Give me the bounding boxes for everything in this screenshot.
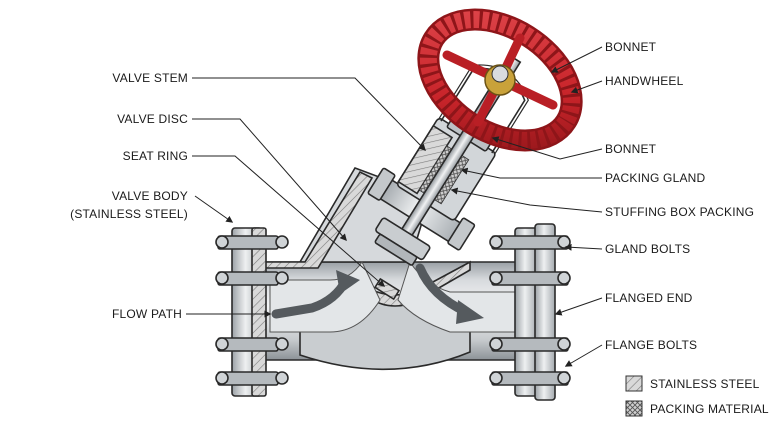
label-flange-bolts: FLANGE BOLTS	[605, 338, 697, 352]
label-stuffing-box-packing: STUFFING BOX PACKING	[605, 205, 754, 219]
legend-label-packing: PACKING MATERIAL	[650, 402, 769, 416]
left-labels: VALVE STEM VALVE DISC SEAT RING VALVE BO…	[70, 71, 188, 321]
label-valve-body: VALVE BODY	[112, 189, 188, 203]
legend-label-stainless: STAINLESS STEEL	[650, 377, 760, 391]
label-bonnet-top: BONNET	[605, 40, 657, 54]
handwheel	[417, 8, 583, 152]
label-valve-disc: VALVE DISC	[117, 112, 188, 126]
label-packing-gland: PACKING GLAND	[605, 171, 706, 185]
left-flange-bolts	[215, 235, 289, 386]
right-flange-bolts	[489, 235, 571, 386]
right-flange	[489, 223, 571, 401]
label-valve-body-material: (STAINLESS STEEL)	[70, 207, 188, 221]
label-gland-bolts: GLAND BOLTS	[605, 242, 690, 256]
legend-swatch-packing	[625, 400, 643, 417]
leader-lines	[186, 46, 603, 367]
label-seat-ring: SEAT RING	[123, 149, 188, 163]
label-valve-stem: VALVE STEM	[112, 71, 188, 85]
legend: STAINLESS STEEL PACKING MATERIAL	[625, 375, 769, 417]
flow-arrows	[271, 263, 484, 324]
label-handwheel: HANDWHEEL	[605, 74, 684, 88]
label-flow-path: FLOW PATH	[112, 307, 182, 321]
label-flanged-end: FLANGED END	[605, 291, 693, 305]
label-bonnet: BONNET	[605, 142, 657, 156]
left-flange	[215, 227, 289, 397]
bonnet-assembly	[367, 54, 529, 266]
right-labels: BONNET HANDWHEEL BONNET PACKING GLAND ST…	[605, 40, 754, 352]
legend-swatch-stainless	[625, 375, 643, 392]
